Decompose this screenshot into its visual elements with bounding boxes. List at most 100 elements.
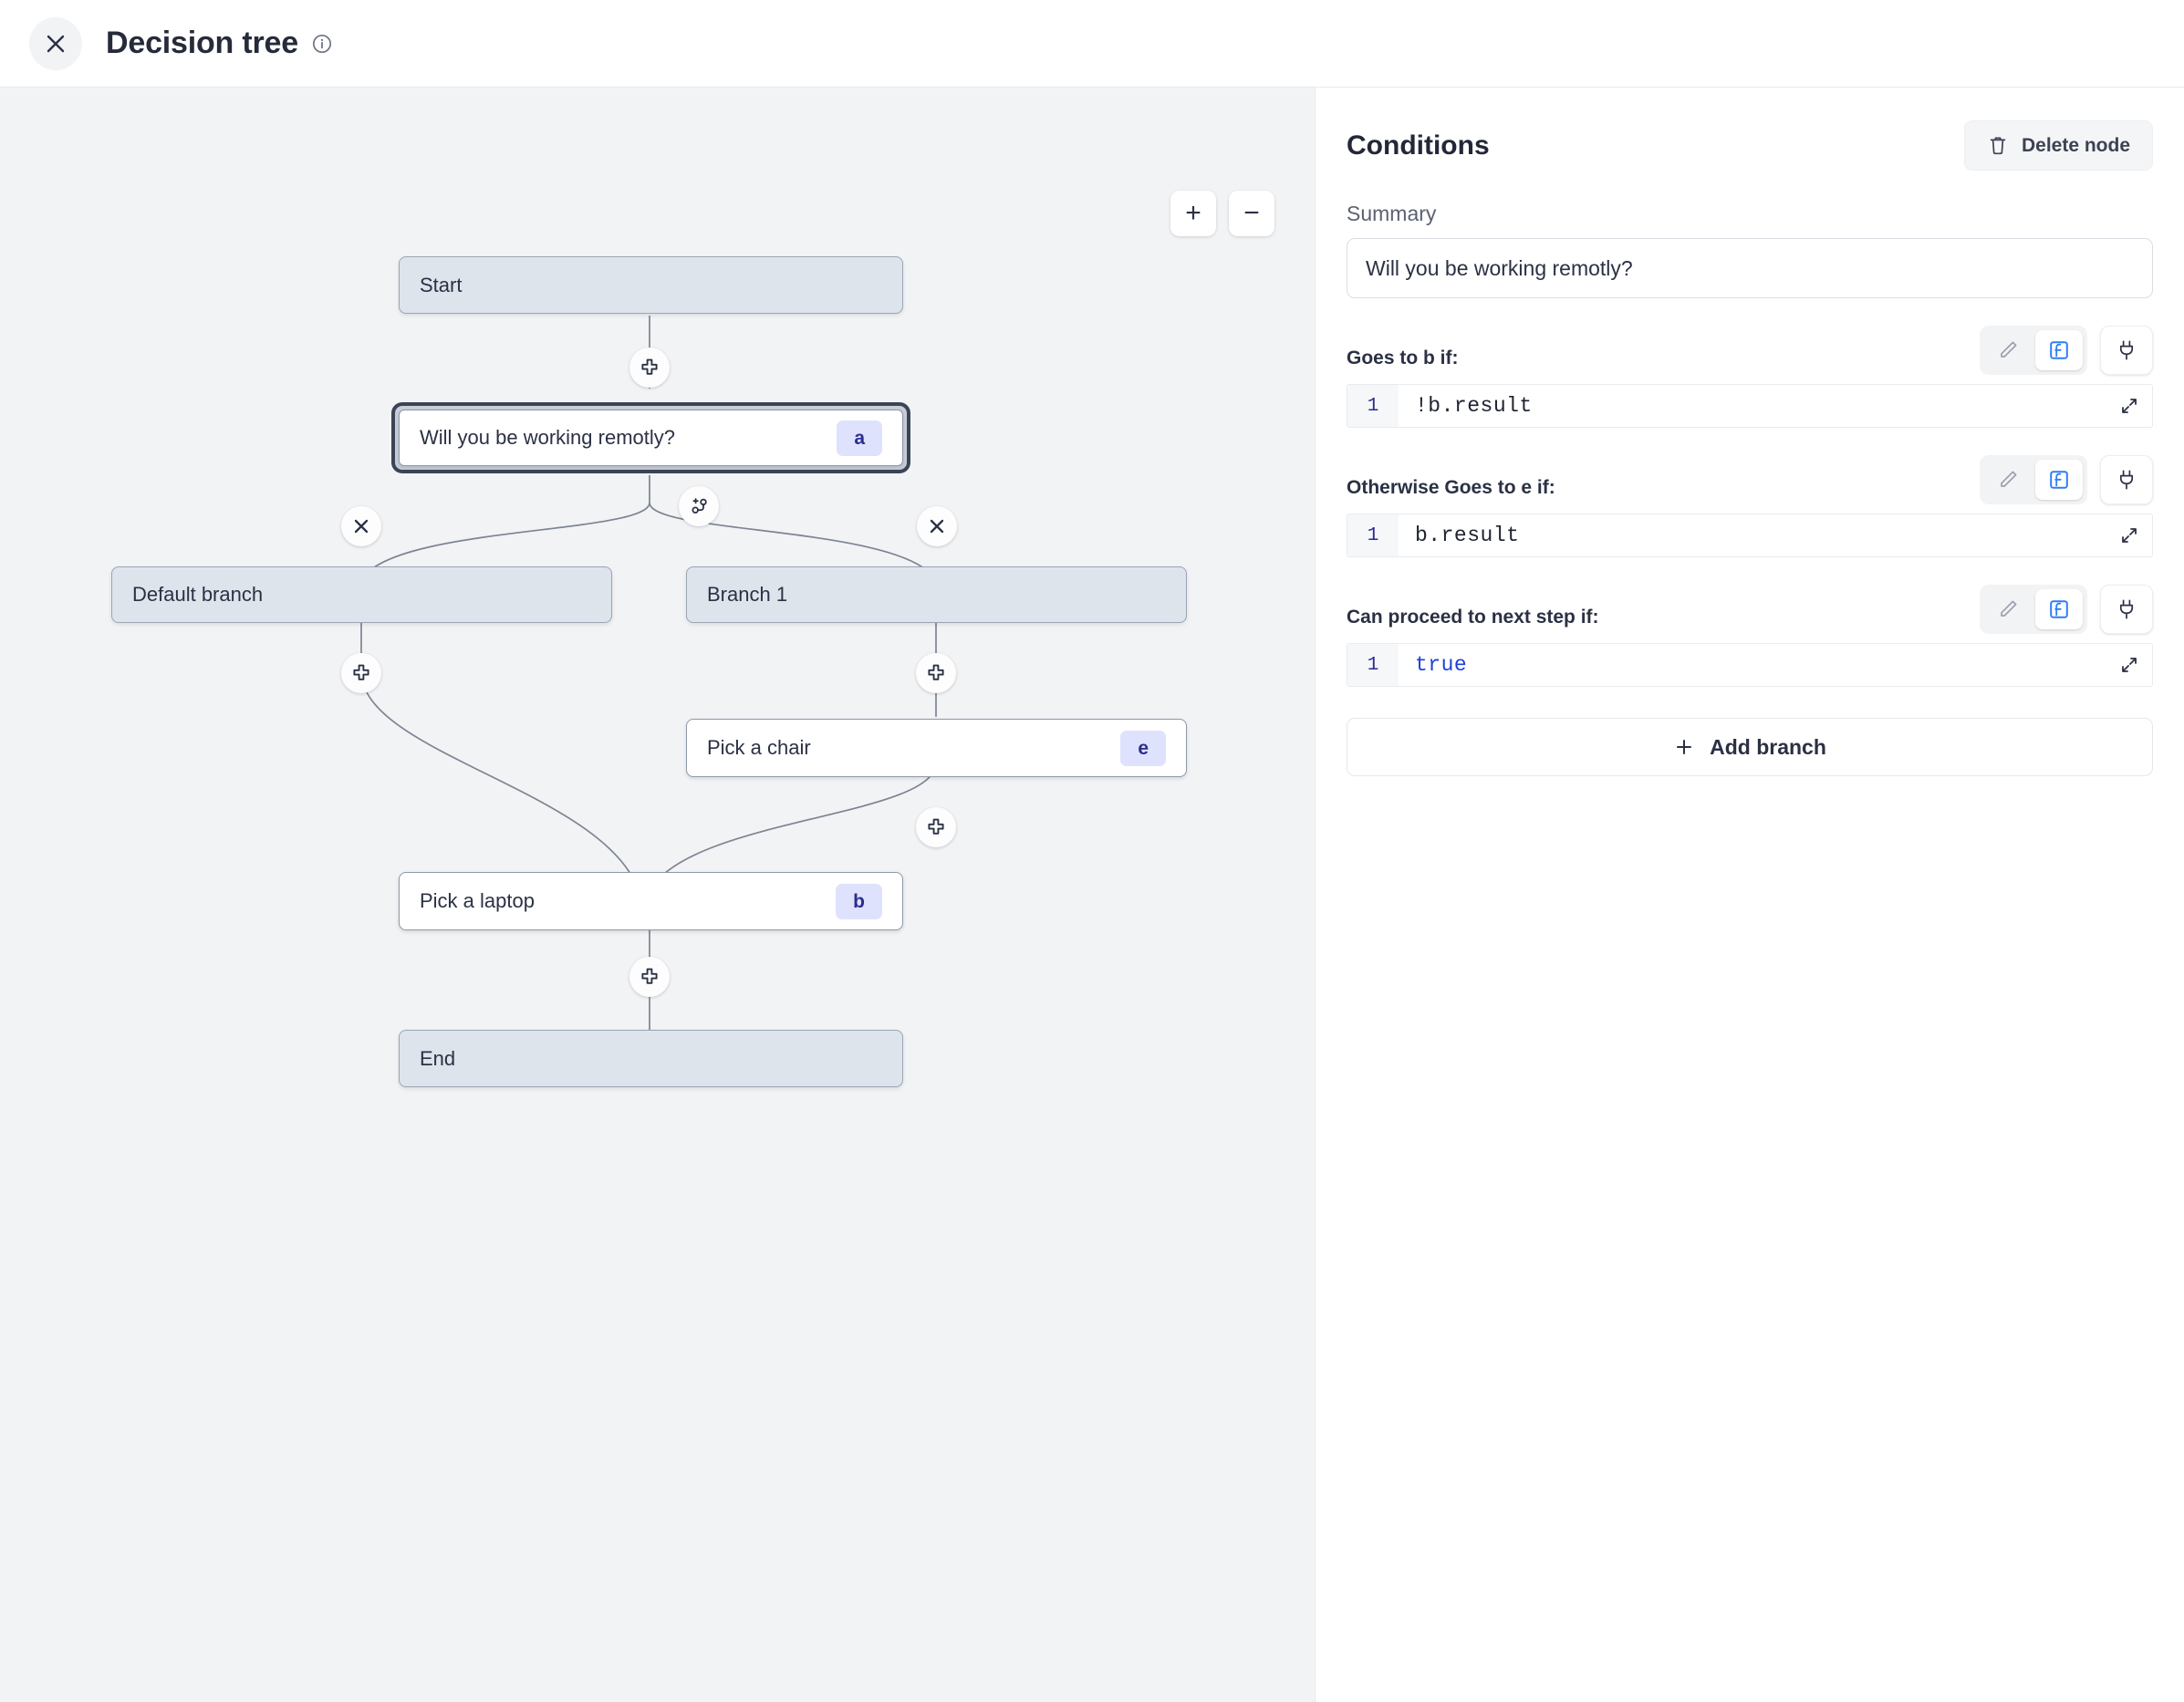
add-step-after-chair-button[interactable] [916, 807, 956, 847]
node-label: Pick a chair [707, 736, 811, 759]
close-icon[interactable] [29, 16, 82, 70]
mode-segmented-control [1980, 326, 2087, 375]
expand-editor-button[interactable] [2110, 646, 2148, 684]
condition-block-goes-to-b: Goes to b if: [1347, 326, 2153, 428]
expand-icon [2122, 658, 2137, 672]
delete-branch-1-button[interactable] [917, 506, 957, 546]
close-icon [354, 519, 369, 534]
node-branch-1[interactable]: Branch 1 [686, 566, 1187, 623]
plug-icon-button[interactable] [2100, 455, 2153, 504]
condition-block-can-proceed: Can proceed to next step if: [1347, 585, 2153, 687]
app-header: Decision tree [0, 0, 2184, 88]
add-step-default-branch-button[interactable] [341, 653, 381, 693]
pencil-icon-button[interactable] [1984, 460, 2032, 500]
delete-default-branch-button[interactable] [341, 506, 381, 546]
summary-input[interactable] [1347, 238, 2153, 298]
condition-label: Otherwise Goes to e if: [1347, 477, 1555, 498]
conditions-panel: Conditions Delete node Summary Goes to b… [1315, 88, 2184, 1702]
code-content[interactable]: b.result [1415, 524, 1520, 547]
pencil-icon [2001, 471, 2017, 487]
code-content[interactable]: true [1415, 653, 1468, 677]
page-title: Decision tree [106, 26, 298, 60]
add-step-branch-1-button[interactable] [916, 653, 956, 693]
add-step-after-start-button[interactable] [629, 348, 670, 388]
add-branch-label: Add branch [1710, 734, 1826, 759]
node-a[interactable]: Will you be working remotly? a [399, 410, 903, 466]
plus-icon [1677, 740, 1692, 754]
flow-canvas[interactable]: + − Start [0, 88, 1315, 1702]
function-icon [2050, 341, 2068, 359]
condition-row: Can proceed to next step if: [1347, 585, 2153, 634]
node-decision-selected[interactable]: Will you be working remotly? a [391, 402, 910, 473]
plus-icon [353, 664, 369, 680]
node-badge: b [836, 883, 882, 919]
node-default-branch[interactable]: Default branch [111, 566, 612, 623]
zoom-in-button[interactable]: + [1170, 191, 1216, 236]
node-label: End [420, 1046, 456, 1070]
delete-node-label: Delete node [2021, 134, 2130, 156]
plus-icon [928, 818, 944, 835]
function-icon-button[interactable] [2035, 460, 2083, 500]
line-number: 1 [1347, 514, 1399, 556]
main-body: + − Start [0, 88, 2184, 1702]
code-editor[interactable]: 1 !b.result [1347, 384, 2153, 428]
delete-node-button[interactable]: Delete node [1963, 120, 2153, 171]
condition-label: Can proceed to next step if: [1347, 607, 1599, 628]
function-icon-button[interactable] [2035, 330, 2083, 370]
plus-icon [928, 664, 944, 680]
condition-label: Goes to b if: [1347, 348, 1459, 368]
code-editor[interactable]: 1 true [1347, 643, 2153, 687]
add-branch-button[interactable]: Add branch [1347, 718, 2153, 776]
mode-segmented-control [1980, 455, 2087, 504]
node-label: Default branch [132, 583, 264, 606]
code-editor[interactable]: 1 b.result [1347, 514, 2153, 557]
node-b[interactable]: Pick a laptop b [399, 872, 903, 930]
node-badge: a [837, 420, 882, 456]
condition-block-otherwise-goes-to-e: Otherwise Goes to e if: [1347, 455, 2153, 557]
mode-segmented-control [1980, 585, 2087, 634]
node-label: Will you be working remotly? [420, 426, 675, 449]
plug-icon-button[interactable] [2100, 585, 2153, 634]
plug-icon-button[interactable] [2100, 326, 2153, 375]
trash-icon [1990, 137, 2006, 155]
condition-row: Goes to b if: [1347, 326, 2153, 375]
plug-icon [2119, 340, 2134, 360]
info-circle-icon[interactable] [311, 33, 333, 55]
panel-title: Conditions [1347, 130, 1490, 161]
mode-group [1980, 585, 2153, 634]
pencil-icon [2001, 341, 2017, 358]
condition-row: Otherwise Goes to e if: [1347, 455, 2153, 504]
zoom-out-button[interactable]: − [1229, 191, 1274, 236]
node-label: Start [420, 273, 463, 296]
mode-group [1980, 326, 2153, 375]
node-badge: e [1120, 730, 1166, 766]
node-start[interactable]: Start [399, 256, 903, 314]
zoom-controls: + − [1170, 191, 1274, 236]
summary-label: Summary [1347, 202, 1437, 225]
pencil-icon [2001, 600, 2017, 617]
mode-group [1980, 455, 2153, 504]
function-icon [2050, 600, 2068, 618]
add-step-after-laptop-button[interactable] [629, 957, 670, 997]
expand-editor-button[interactable] [2110, 516, 2148, 555]
plug-icon [2119, 599, 2134, 619]
code-content[interactable]: !b.result [1415, 394, 1533, 418]
panel-header: Conditions Delete node [1347, 120, 2153, 171]
plus-icon [641, 968, 658, 984]
line-number: 1 [1347, 644, 1399, 686]
plug-icon [2119, 470, 2134, 490]
line-number: 1 [1347, 385, 1399, 427]
plus-icon [641, 358, 658, 375]
node-e[interactable]: Pick a chair e [686, 719, 1187, 777]
pencil-icon-button[interactable] [1984, 330, 2032, 370]
close-icon [930, 519, 944, 534]
branch-plus-icon [692, 498, 707, 514]
pencil-icon-button[interactable] [1984, 589, 2032, 629]
expand-editor-button[interactable] [2110, 387, 2148, 425]
node-label: Branch 1 [707, 583, 788, 606]
node-end[interactable]: End [399, 1030, 903, 1087]
node-label: Pick a laptop [420, 889, 535, 912]
add-branch-connector-button[interactable] [679, 486, 719, 526]
function-icon-button[interactable] [2035, 589, 2083, 629]
function-icon [2050, 471, 2068, 489]
